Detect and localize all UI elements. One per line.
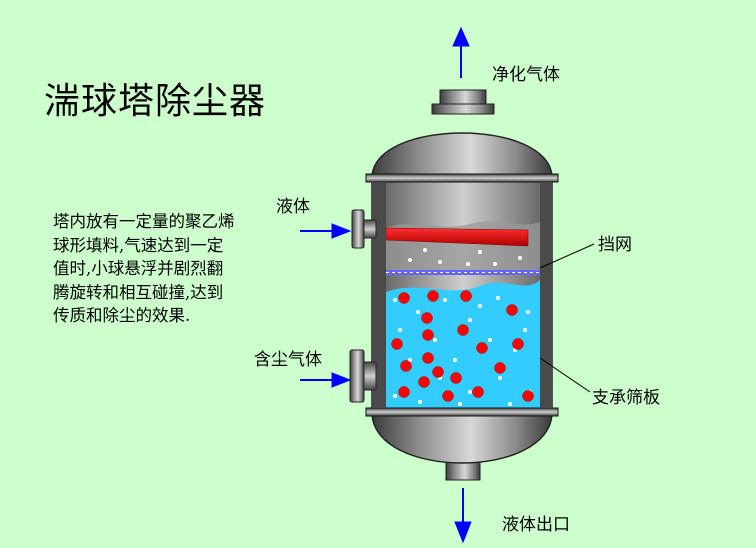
packing-balls [391, 290, 534, 402]
lower-flange [365, 407, 559, 417]
liquid-out-arrow [454, 488, 472, 544]
liquid-in-arrow [300, 223, 352, 239]
support-plate-label: 支承筛板 [592, 388, 660, 408]
top-nozzle-flange [431, 103, 495, 115]
description-text: 塔内放有一定量的聚乙烯球形填料,气速达到一定值时,小球悬浮并剧烈翻腾旋转和相互碰… [53, 212, 235, 325]
mist-screen-label: 挡网 [598, 235, 632, 255]
liquid-in-label: 液体 [276, 197, 310, 217]
support-plate-leader [539, 357, 591, 393]
diagram-title: 湍球塔除尘器 [44, 81, 267, 122]
upper-flange [365, 173, 559, 183]
mist-screen-leader [539, 243, 595, 269]
liquid-inlet-flange [351, 209, 365, 249]
dusty-gas-label: 含尘气体 [254, 350, 322, 370]
liquid-out-label: 液体出口 [502, 515, 570, 535]
clean-gas-arrow [452, 26, 470, 78]
dusty-gas-arrow [300, 372, 352, 388]
bottom-nozzle [445, 461, 481, 481]
mist-screen-strip [386, 270, 540, 275]
clean-gas-label: 净化气体 [492, 65, 560, 85]
gas-inlet-flange [349, 349, 365, 403]
